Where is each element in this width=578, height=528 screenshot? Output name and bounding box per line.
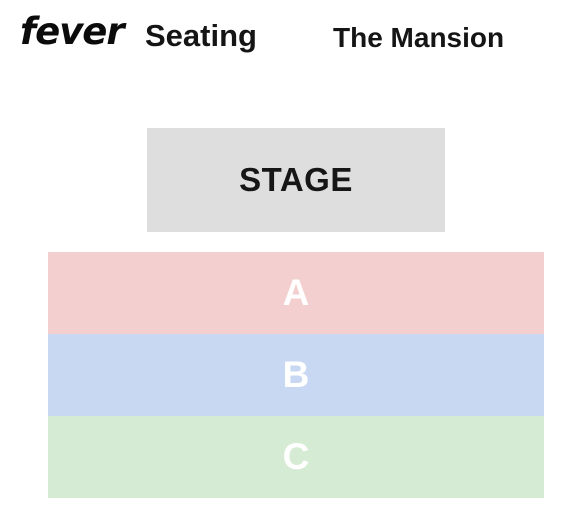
section-a[interactable]: A: [48, 252, 544, 334]
venue-name: The Mansion: [333, 22, 505, 53]
section-b[interactable]: B: [48, 334, 544, 416]
header: fever Seating The Mansion: [0, 0, 578, 70]
section-a-label: A: [282, 272, 310, 313]
page-title: Seating: [145, 18, 257, 53]
section-c-label: C: [282, 436, 310, 477]
section-c[interactable]: C: [48, 416, 544, 498]
fever-logo: fever: [20, 10, 125, 53]
stage-label: STAGE: [239, 161, 353, 198]
stage-area: STAGE: [147, 128, 445, 232]
section-b-label: B: [282, 354, 310, 395]
seating-sections: A B C: [48, 252, 544, 498]
